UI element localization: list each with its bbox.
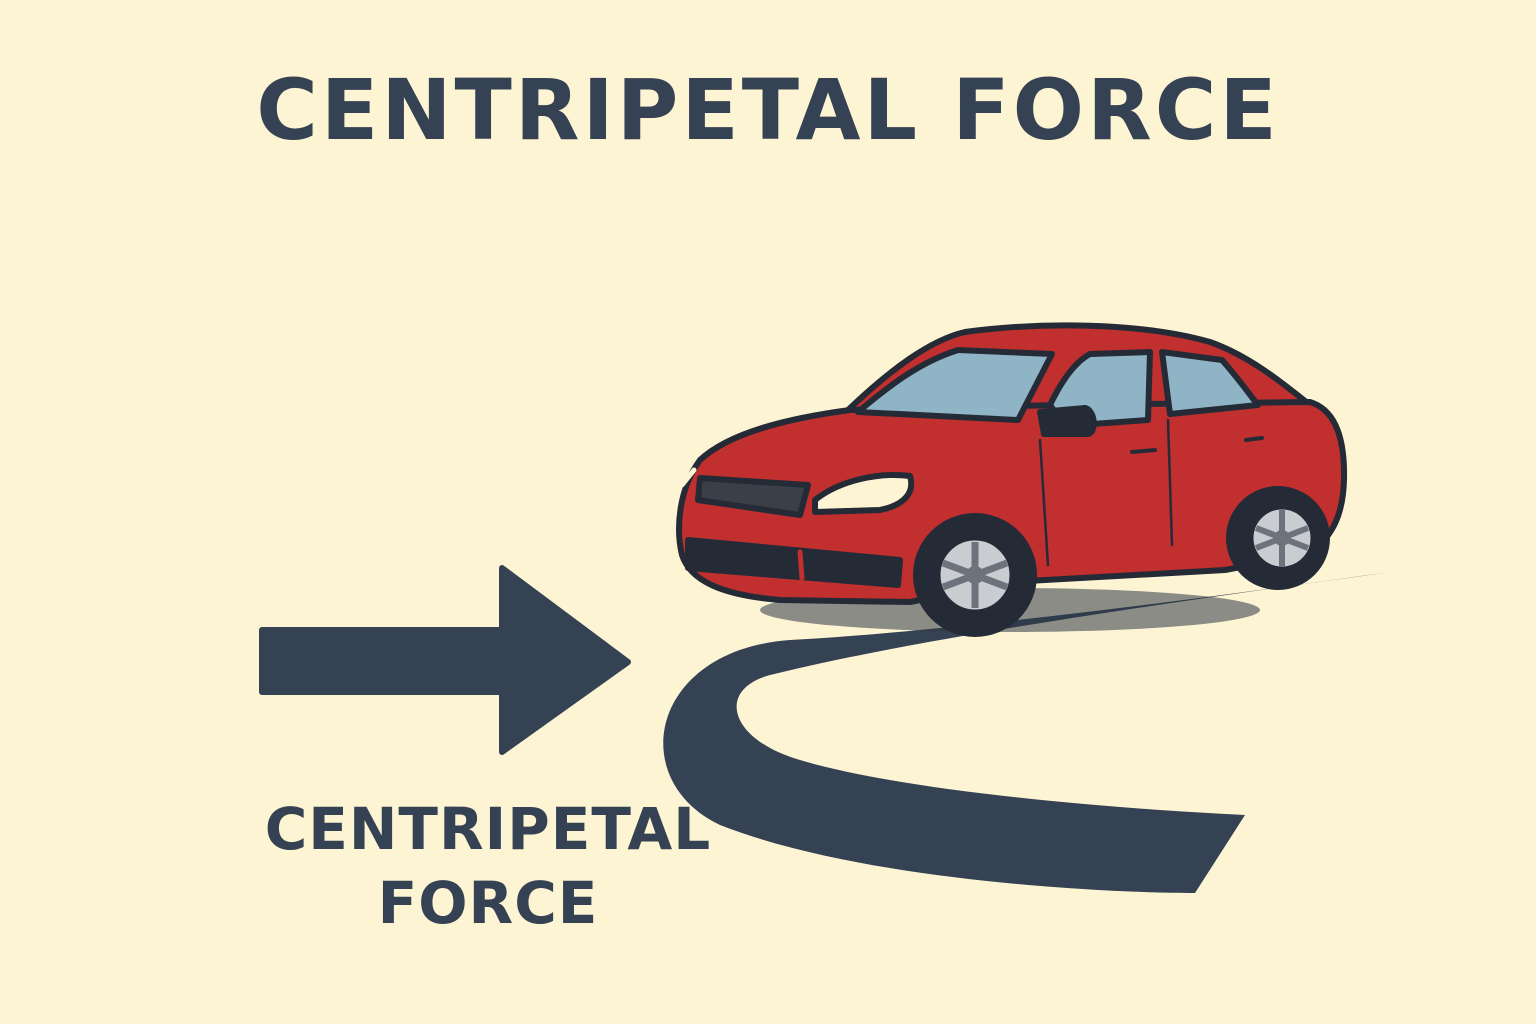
car-door-handle xyxy=(1130,448,1157,454)
car-bumper-divider xyxy=(797,549,805,581)
car-headlight xyxy=(812,472,915,515)
car-door-line xyxy=(1166,418,1174,547)
page-title: CENTRIPETAL FORCE xyxy=(256,61,1280,159)
car-bumper-intake xyxy=(685,537,903,588)
car-door-handle xyxy=(1244,436,1264,442)
front-wheel-icon xyxy=(913,513,1037,637)
car-fog-light xyxy=(679,467,697,488)
force-label: CENTRIPETAL FORCE xyxy=(250,792,726,940)
force-arrow-icon xyxy=(259,565,631,755)
car-rear-window xyxy=(1159,349,1261,417)
curved-road xyxy=(663,572,1390,893)
car-door-line xyxy=(1038,438,1050,567)
car-mirror xyxy=(1037,405,1097,437)
force-label-line1: CENTRIPETAL xyxy=(264,795,712,863)
force-label-line2: FORCE xyxy=(377,869,599,937)
car-windshield xyxy=(855,347,1055,423)
rear-wheel-icon xyxy=(1226,486,1330,590)
car-grille xyxy=(695,475,811,518)
car-icon xyxy=(676,322,1348,605)
